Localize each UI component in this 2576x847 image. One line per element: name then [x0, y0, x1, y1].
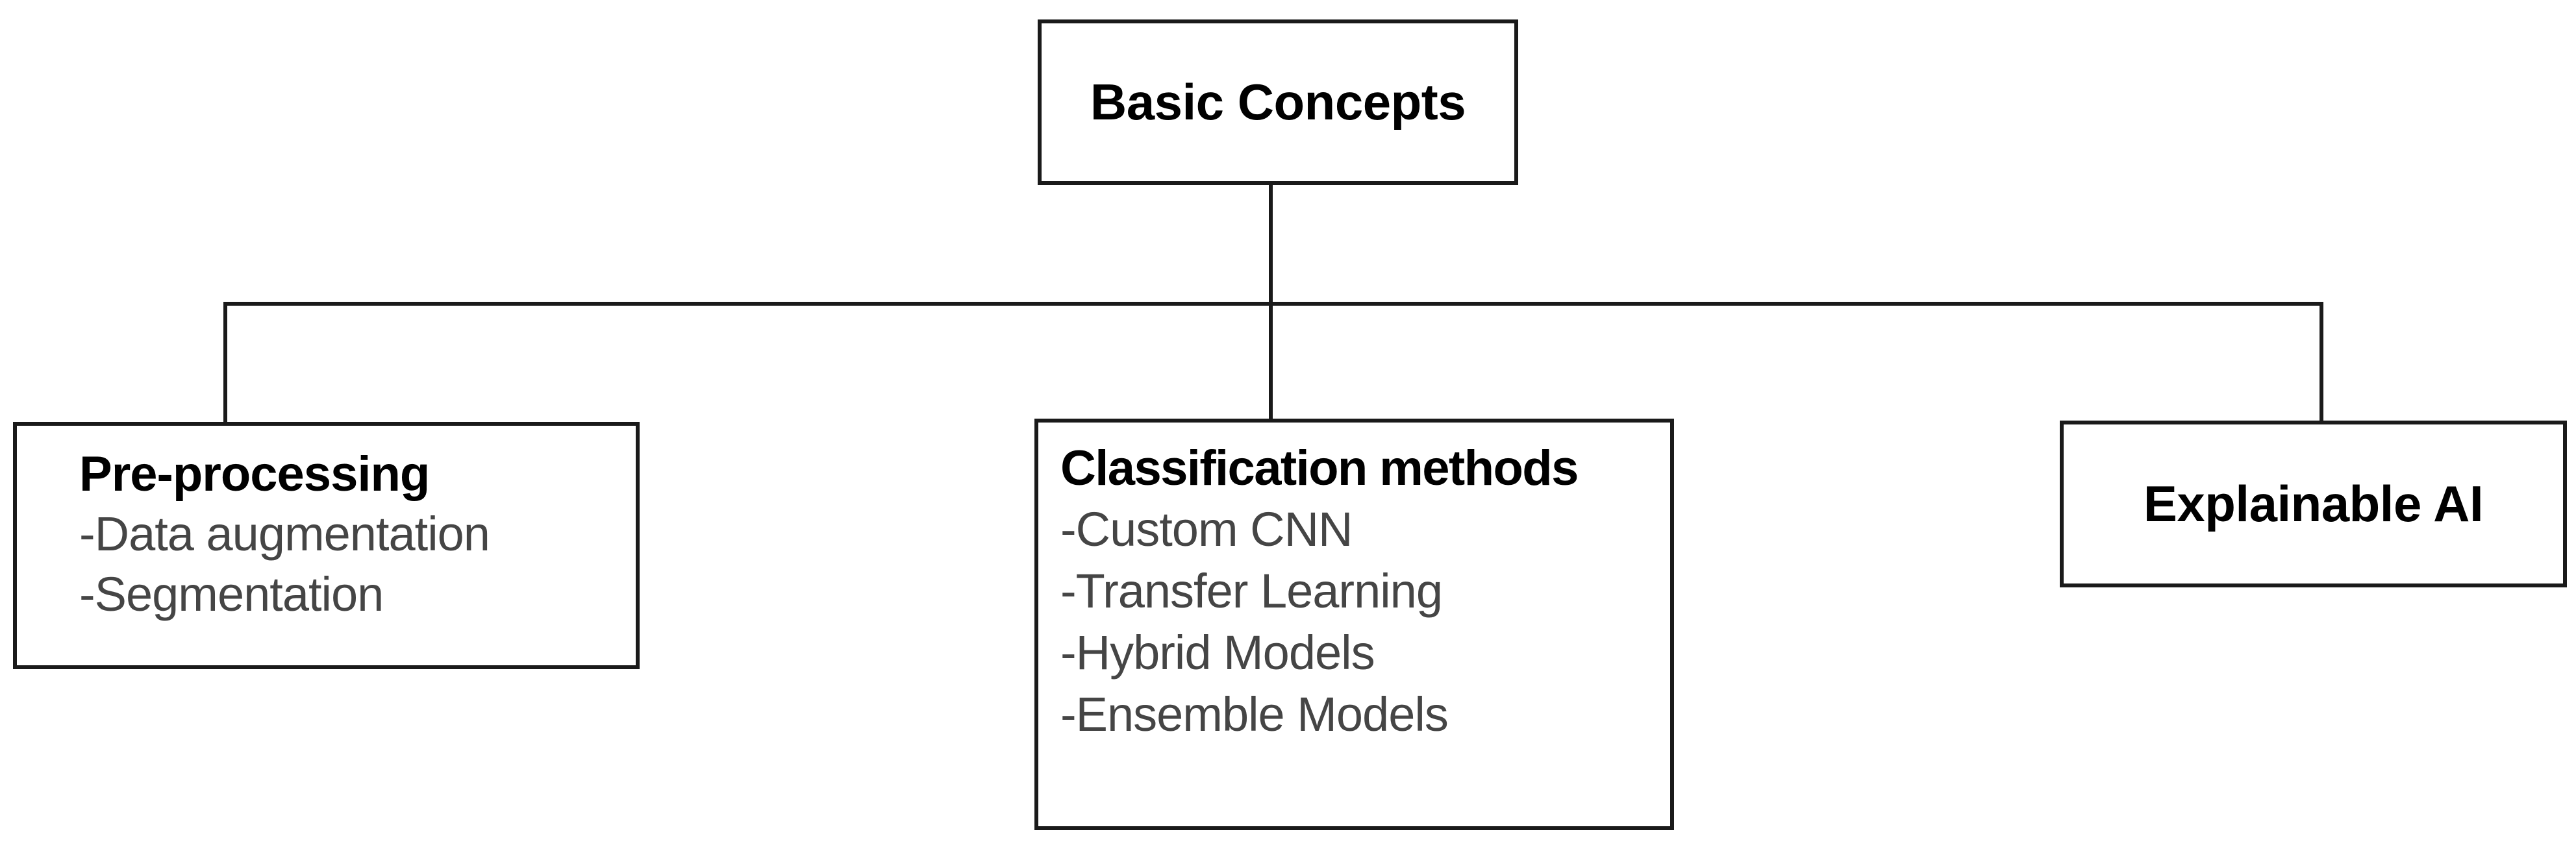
- node-pre-processing-item-0: -Data augmentation: [79, 507, 490, 561]
- connector-horizontal-bus: [223, 302, 2323, 306]
- node-classification-methods-item-1: -Transfer Learning: [1060, 563, 1443, 618]
- node-classification-methods-item-2: -Hybrid Models: [1060, 625, 1375, 680]
- connector-bus-to-pre-processing: [223, 302, 227, 425]
- node-basic-concepts-title: Basic Concepts: [1090, 73, 1466, 131]
- node-pre-processing-item-1: -Segmentation: [79, 567, 384, 621]
- node-classification-methods-title: Classification methods: [1060, 441, 1579, 496]
- node-classification-methods-item-0: -Custom CNN: [1060, 502, 1353, 557]
- node-basic-concepts[interactable]: Basic Concepts: [1038, 19, 1518, 185]
- node-classification-methods[interactable]: Classification methods -Custom CNN -Tran…: [1034, 419, 1674, 830]
- connector-bus-to-explainable-ai: [2320, 302, 2323, 424]
- node-explainable-ai[interactable]: Explainable AI: [2060, 421, 2567, 587]
- node-classification-methods-item-3: -Ensemble Models: [1060, 687, 1449, 741]
- node-pre-processing-title: Pre-processing: [79, 447, 430, 502]
- node-pre-processing[interactable]: Pre-processing -Data augmentation -Segme…: [13, 422, 640, 669]
- node-explainable-ai-title: Explainable AI: [2143, 475, 2484, 533]
